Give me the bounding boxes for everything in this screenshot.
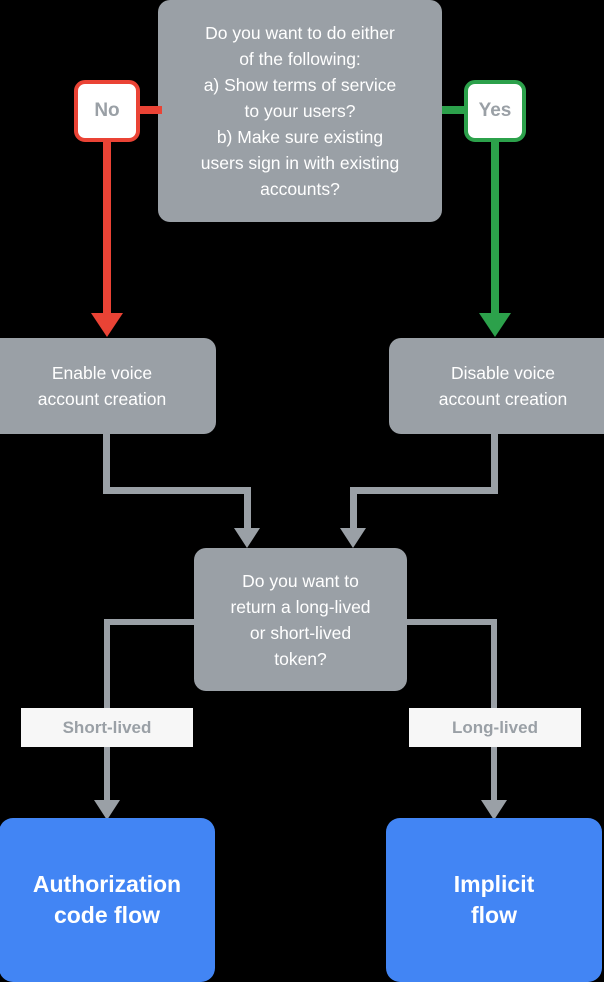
disable-line-1: Disable voice (450, 363, 556, 383)
arrowhead-yes-to-disable (479, 313, 511, 337)
connector-yes-down (491, 138, 499, 318)
connector-token-left (107, 619, 199, 625)
pill-yes-label: Yes (478, 100, 512, 121)
top-question-line-4: to your users? (244, 101, 356, 121)
top-question-line-5: b) Make sure existing (216, 127, 384, 147)
pill-no[interactable]: No (74, 80, 140, 142)
node-implicit-flow: Implicit flow (386, 818, 602, 982)
implicit-flow-line-2: flow (470, 902, 517, 928)
edge-label-long-lived: Long-lived (409, 708, 581, 747)
top-question-line-7: accounts? (260, 179, 340, 199)
arrowhead-short-lived (94, 800, 120, 820)
enable-line-1: Enable voice (51, 363, 153, 383)
auth-code-flow-line-2: code flow (53, 902, 161, 928)
pill-yes[interactable]: Yes (464, 80, 526, 142)
implicit-flow-line-1: Implicit (453, 871, 535, 897)
top-question-line-2: of the following: (239, 49, 361, 69)
edge-label-short-lived-text: Short-lived (62, 717, 152, 737)
auth-code-flow-line-1: Authorization (32, 871, 182, 897)
disable-line-2: account creation (438, 389, 568, 409)
arrowhead-disable-to-token (340, 528, 366, 548)
node-authorization-code-flow: Authorization code flow (0, 818, 215, 982)
pill-no-label: No (94, 100, 120, 121)
arrowhead-long-lived (481, 800, 507, 820)
top-question-line-3: a) Show terms of service (203, 75, 397, 95)
connector-token-right (402, 619, 494, 625)
connector-disable-left (350, 487, 498, 494)
node-token-question: Do you want to return a long-lived or sh… (194, 548, 407, 691)
node-top-question: Do you want to do either of the followin… (158, 0, 442, 222)
edge-label-short-lived: Short-lived (21, 708, 193, 747)
connector-enable-to-token-down (244, 487, 251, 532)
enable-line-2: account creation (37, 389, 167, 409)
connector-enable-right (103, 487, 251, 494)
connector-disable-down (491, 434, 498, 492)
node-enable-voice-account-creation: Enable voice account creation (0, 338, 216, 434)
token-question-line-1: Do you want to (242, 570, 359, 591)
top-question-line-6: users sign in with existing (200, 153, 400, 173)
arrowhead-enable-to-token (234, 528, 260, 548)
connector-enable-down (103, 434, 110, 492)
connector-disable-to-token-down (350, 487, 357, 532)
node-disable-voice-account-creation: Disable voice account creation (389, 338, 604, 434)
edge-label-long-lived-text: Long-lived (452, 717, 538, 737)
top-question-line-1: Do you want to do either (205, 23, 395, 43)
arrowhead-no-to-enable (91, 313, 123, 337)
connector-no-to-question (134, 106, 162, 114)
token-question-line-2: return a long-lived (230, 596, 371, 617)
connector-yes-to-question (442, 106, 470, 114)
token-question-line-4: token? (274, 648, 327, 669)
token-question-line-3: or short-lived (249, 622, 352, 643)
connector-no-down (103, 138, 111, 318)
